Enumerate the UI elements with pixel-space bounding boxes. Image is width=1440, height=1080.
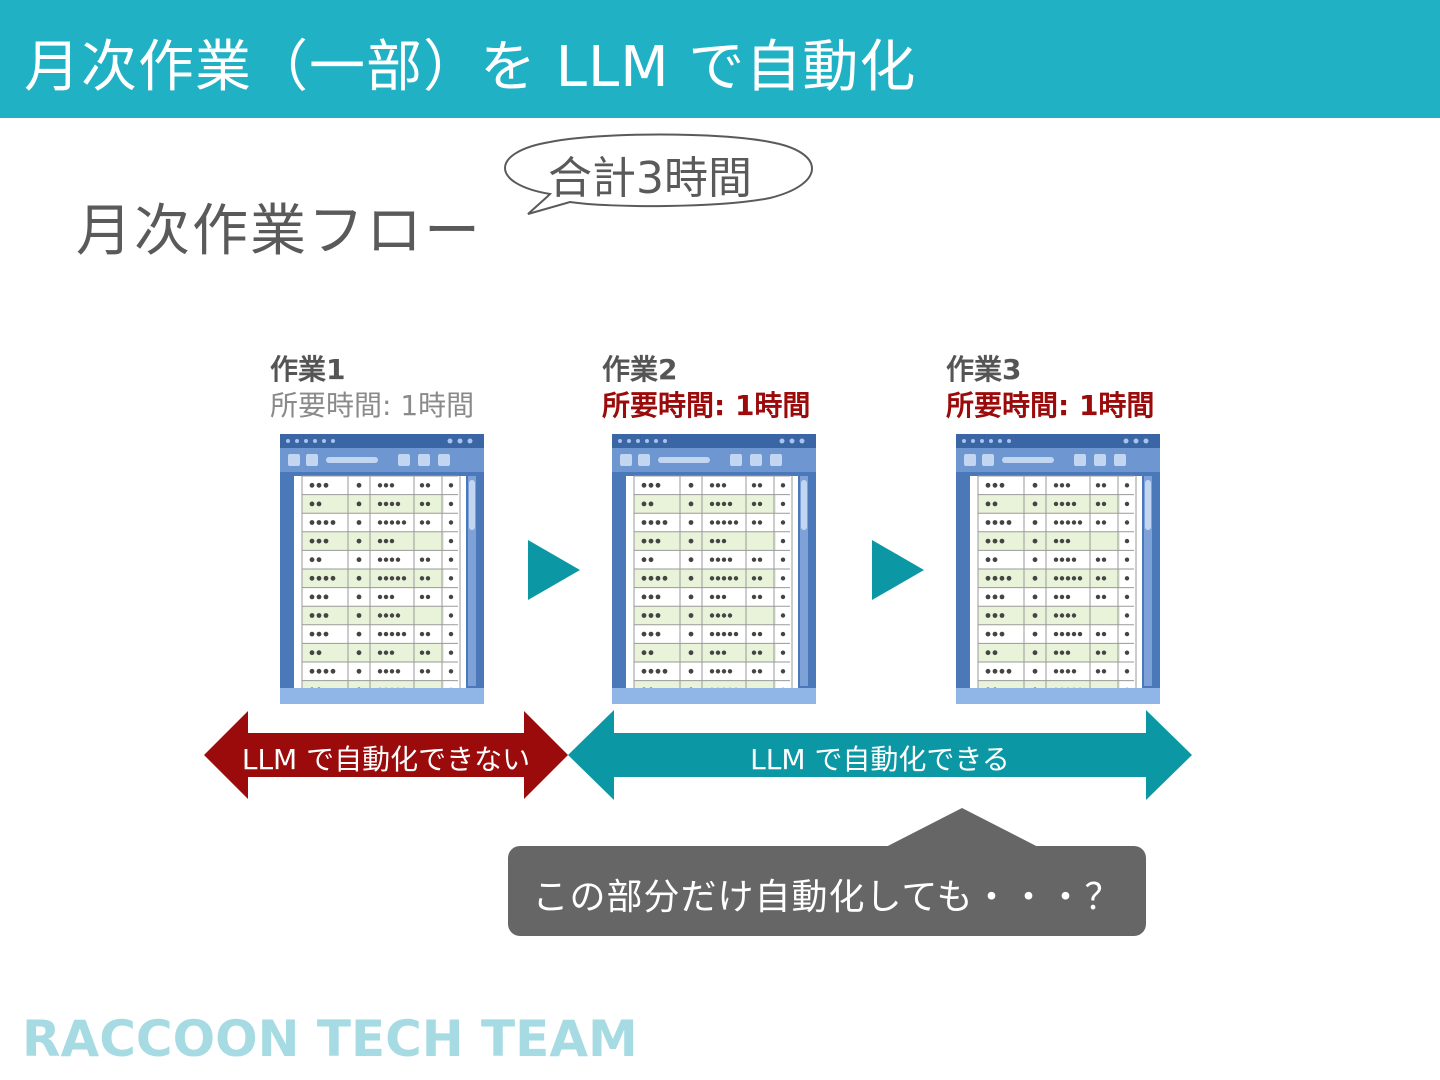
callout-text: この部分だけ自動化しても・・・？ [532,877,1122,918]
team-logo: RACCOON TECH TEAM [22,1010,638,1068]
next-arrow-icon [872,540,924,600]
next-arrow-icon [528,540,580,600]
step-3-time: 所要時間: 1時間 [946,389,1155,422]
spreadsheet-icon [612,434,816,704]
step-1-time: 所要時間: 1時間 [270,389,475,422]
auto-range-label: LLM で自動化できる [750,743,1010,776]
step-2-name: 作業2 [602,353,678,386]
spreadsheet-icon [956,434,1160,704]
step-2-time: 所要時間: 1時間 [602,389,811,422]
step-1-name: 作業1 [270,353,346,386]
manual-range-label: LLM で自動化できない [241,743,531,776]
spreadsheet-icon [280,434,484,704]
speech-bubble [504,133,813,215]
section-subtitle: 月次作業フロー [76,199,482,264]
speech-bubble-text: 合計3時間 [548,153,752,204]
slide-header: 月次作業（一部）を LLM で自動化 [0,0,1440,118]
step-3-name: 作業3 [946,353,1022,386]
slide-title: 月次作業（一部）を LLM で自動化 [24,35,917,100]
